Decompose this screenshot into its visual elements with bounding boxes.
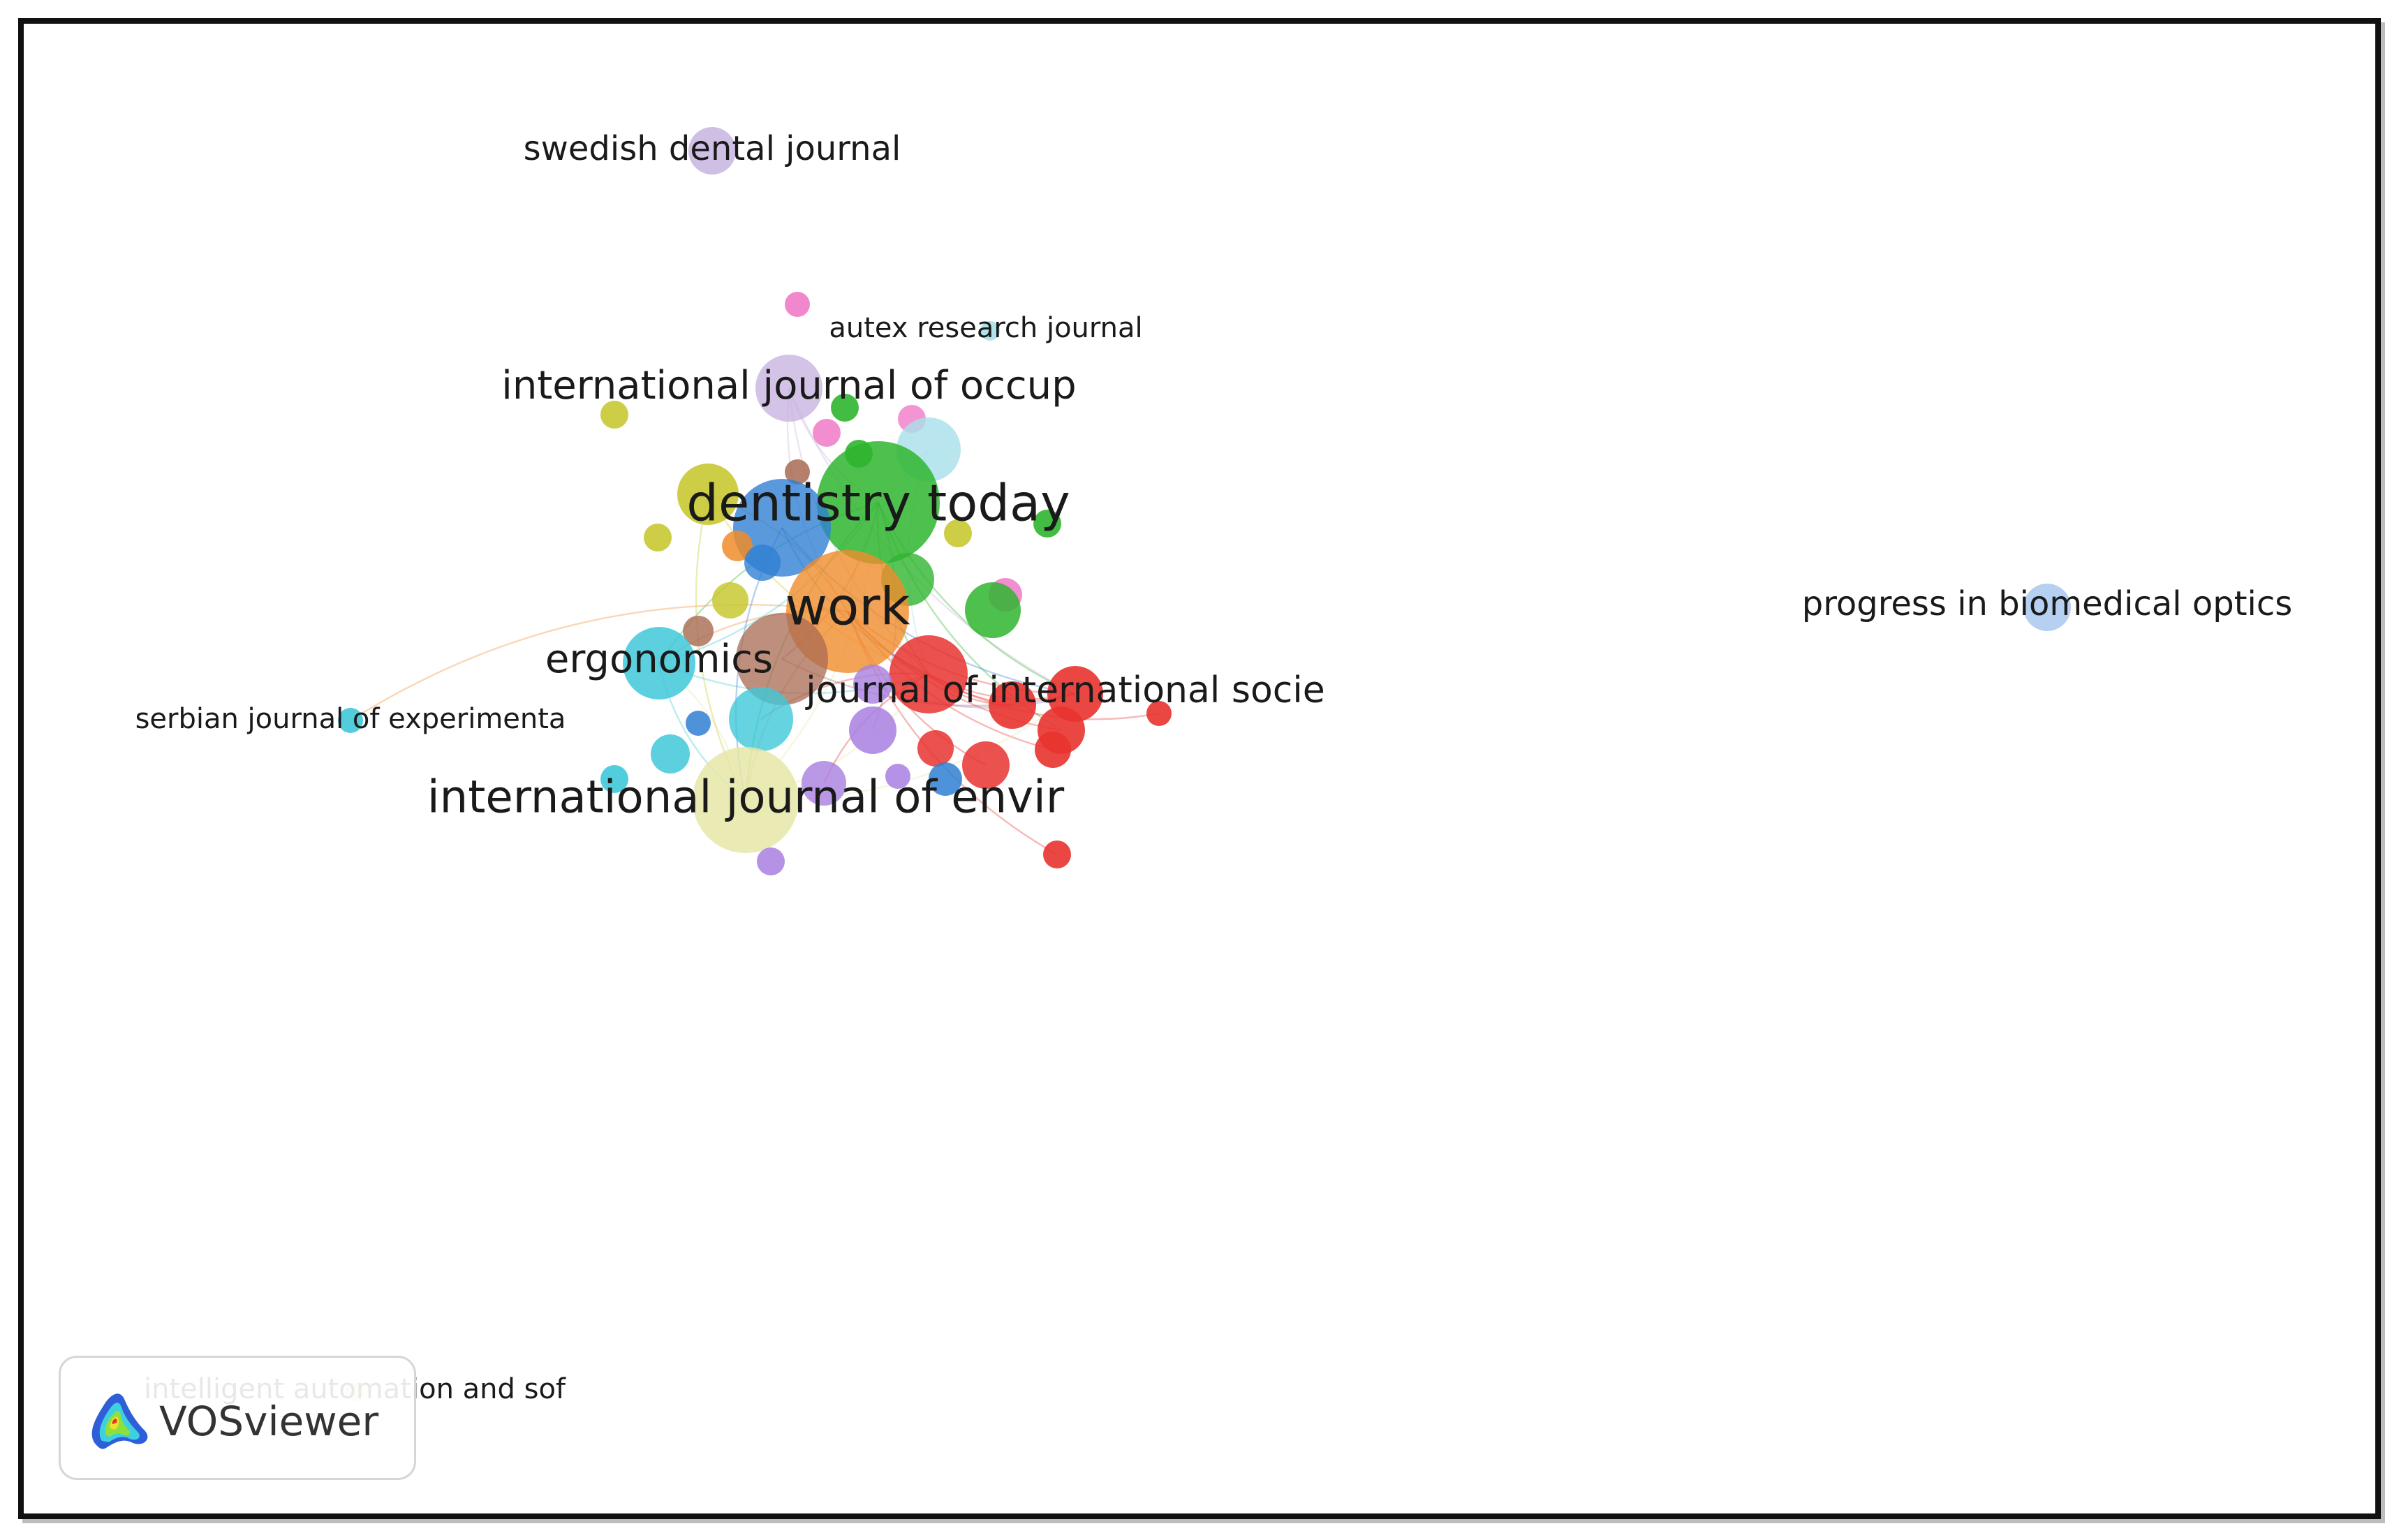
node-red-small-4[interactable] [1043, 841, 1071, 868]
node-green-small-1[interactable] [831, 394, 859, 422]
node-brown-large[interactable] [736, 613, 828, 705]
label-layer: swedish dental journal autex research jo… [135, 129, 2293, 1405]
node-red-small-2[interactable] [917, 730, 954, 767]
node-orange-small[interactable] [722, 531, 753, 561]
node-blue-small-2[interactable] [686, 711, 711, 736]
node-progress-in-biomedical-optics[interactable] [2023, 584, 2071, 631]
label-work[interactable]: work [785, 577, 910, 637]
node-green-medium-2[interactable] [965, 582, 1021, 638]
label-international-journal-of-envir[interactable]: international journal of envir [427, 772, 1065, 824]
node-red-small-1[interactable] [1146, 701, 1172, 726]
node-layer [338, 127, 2071, 1402]
node-purple-small-2[interactable] [885, 764, 910, 789]
node-pink-small-3[interactable] [813, 419, 841, 447]
node-blue-small-3[interactable] [929, 762, 962, 796]
node-purple-small-3[interactable] [802, 761, 846, 806]
label-ergonomics[interactable]: ergonomics [545, 637, 773, 682]
node-dentistry-today[interactable] [817, 441, 940, 564]
label-autex-research-journal[interactable]: autex research journal [829, 312, 1142, 344]
node-blue-small[interactable] [744, 545, 781, 581]
label-dentistry-today[interactable]: dentistry today [686, 474, 1070, 533]
network-link [350, 604, 848, 722]
node-red-medium-1[interactable] [989, 681, 1036, 729]
node-yellow-small-2[interactable] [644, 524, 672, 551]
node-yellow-small-1[interactable] [600, 401, 628, 429]
node-international-journal-of-envir[interactable] [693, 747, 799, 853]
visualization-frame [18, 18, 2381, 1519]
node-autex-research-journal[interactable] [980, 321, 1000, 341]
vosviewer-density-icon [91, 1393, 148, 1449]
node-yellow-large[interactable] [677, 464, 739, 525]
node-swedish-dental-journal[interactable] [688, 127, 736, 175]
node-purple-small[interactable] [853, 665, 892, 704]
node-international-journal-of-occup[interactable] [755, 355, 822, 422]
node-purple-small-4[interactable] [757, 847, 785, 875]
node-red-small-3[interactable] [1035, 732, 1071, 768]
label-serbian-journal-of-experimenta[interactable]: serbian journal of experimenta [135, 703, 566, 735]
node-brown-small-2[interactable] [683, 616, 714, 646]
label-progress-in-biomedical-optics[interactable]: progress in biomedical optics [1802, 584, 2293, 623]
label-journal-of-international-socie[interactable]: journal of international socie [805, 669, 1325, 711]
node-ergonomics[interactable] [623, 627, 695, 699]
node-yellow-small-4[interactable] [712, 582, 748, 619]
node-brown-small[interactable] [785, 459, 810, 484]
node-red-medium-3[interactable] [962, 741, 1010, 789]
node-green-small-3[interactable] [1033, 510, 1061, 538]
node-purple-medium[interactable] [849, 706, 896, 754]
label-swedish-dental-journal[interactable]: swedish dental journal [524, 129, 901, 168]
node-cyan-small-2[interactable] [600, 765, 628, 793]
node-cyan-small[interactable] [651, 734, 690, 773]
node-pink-small[interactable] [785, 292, 810, 317]
node-cyan-medium[interactable] [729, 687, 793, 751]
node-yellow-small-3[interactable] [944, 519, 972, 547]
node-serbian-journal-of-experimenta[interactable] [338, 708, 363, 733]
label-international-journal-of-occup[interactable]: international journal of occup [501, 363, 1076, 408]
node-red-large[interactable] [890, 635, 968, 713]
vosviewer-brand-text: VOSviewer [159, 1398, 379, 1445]
